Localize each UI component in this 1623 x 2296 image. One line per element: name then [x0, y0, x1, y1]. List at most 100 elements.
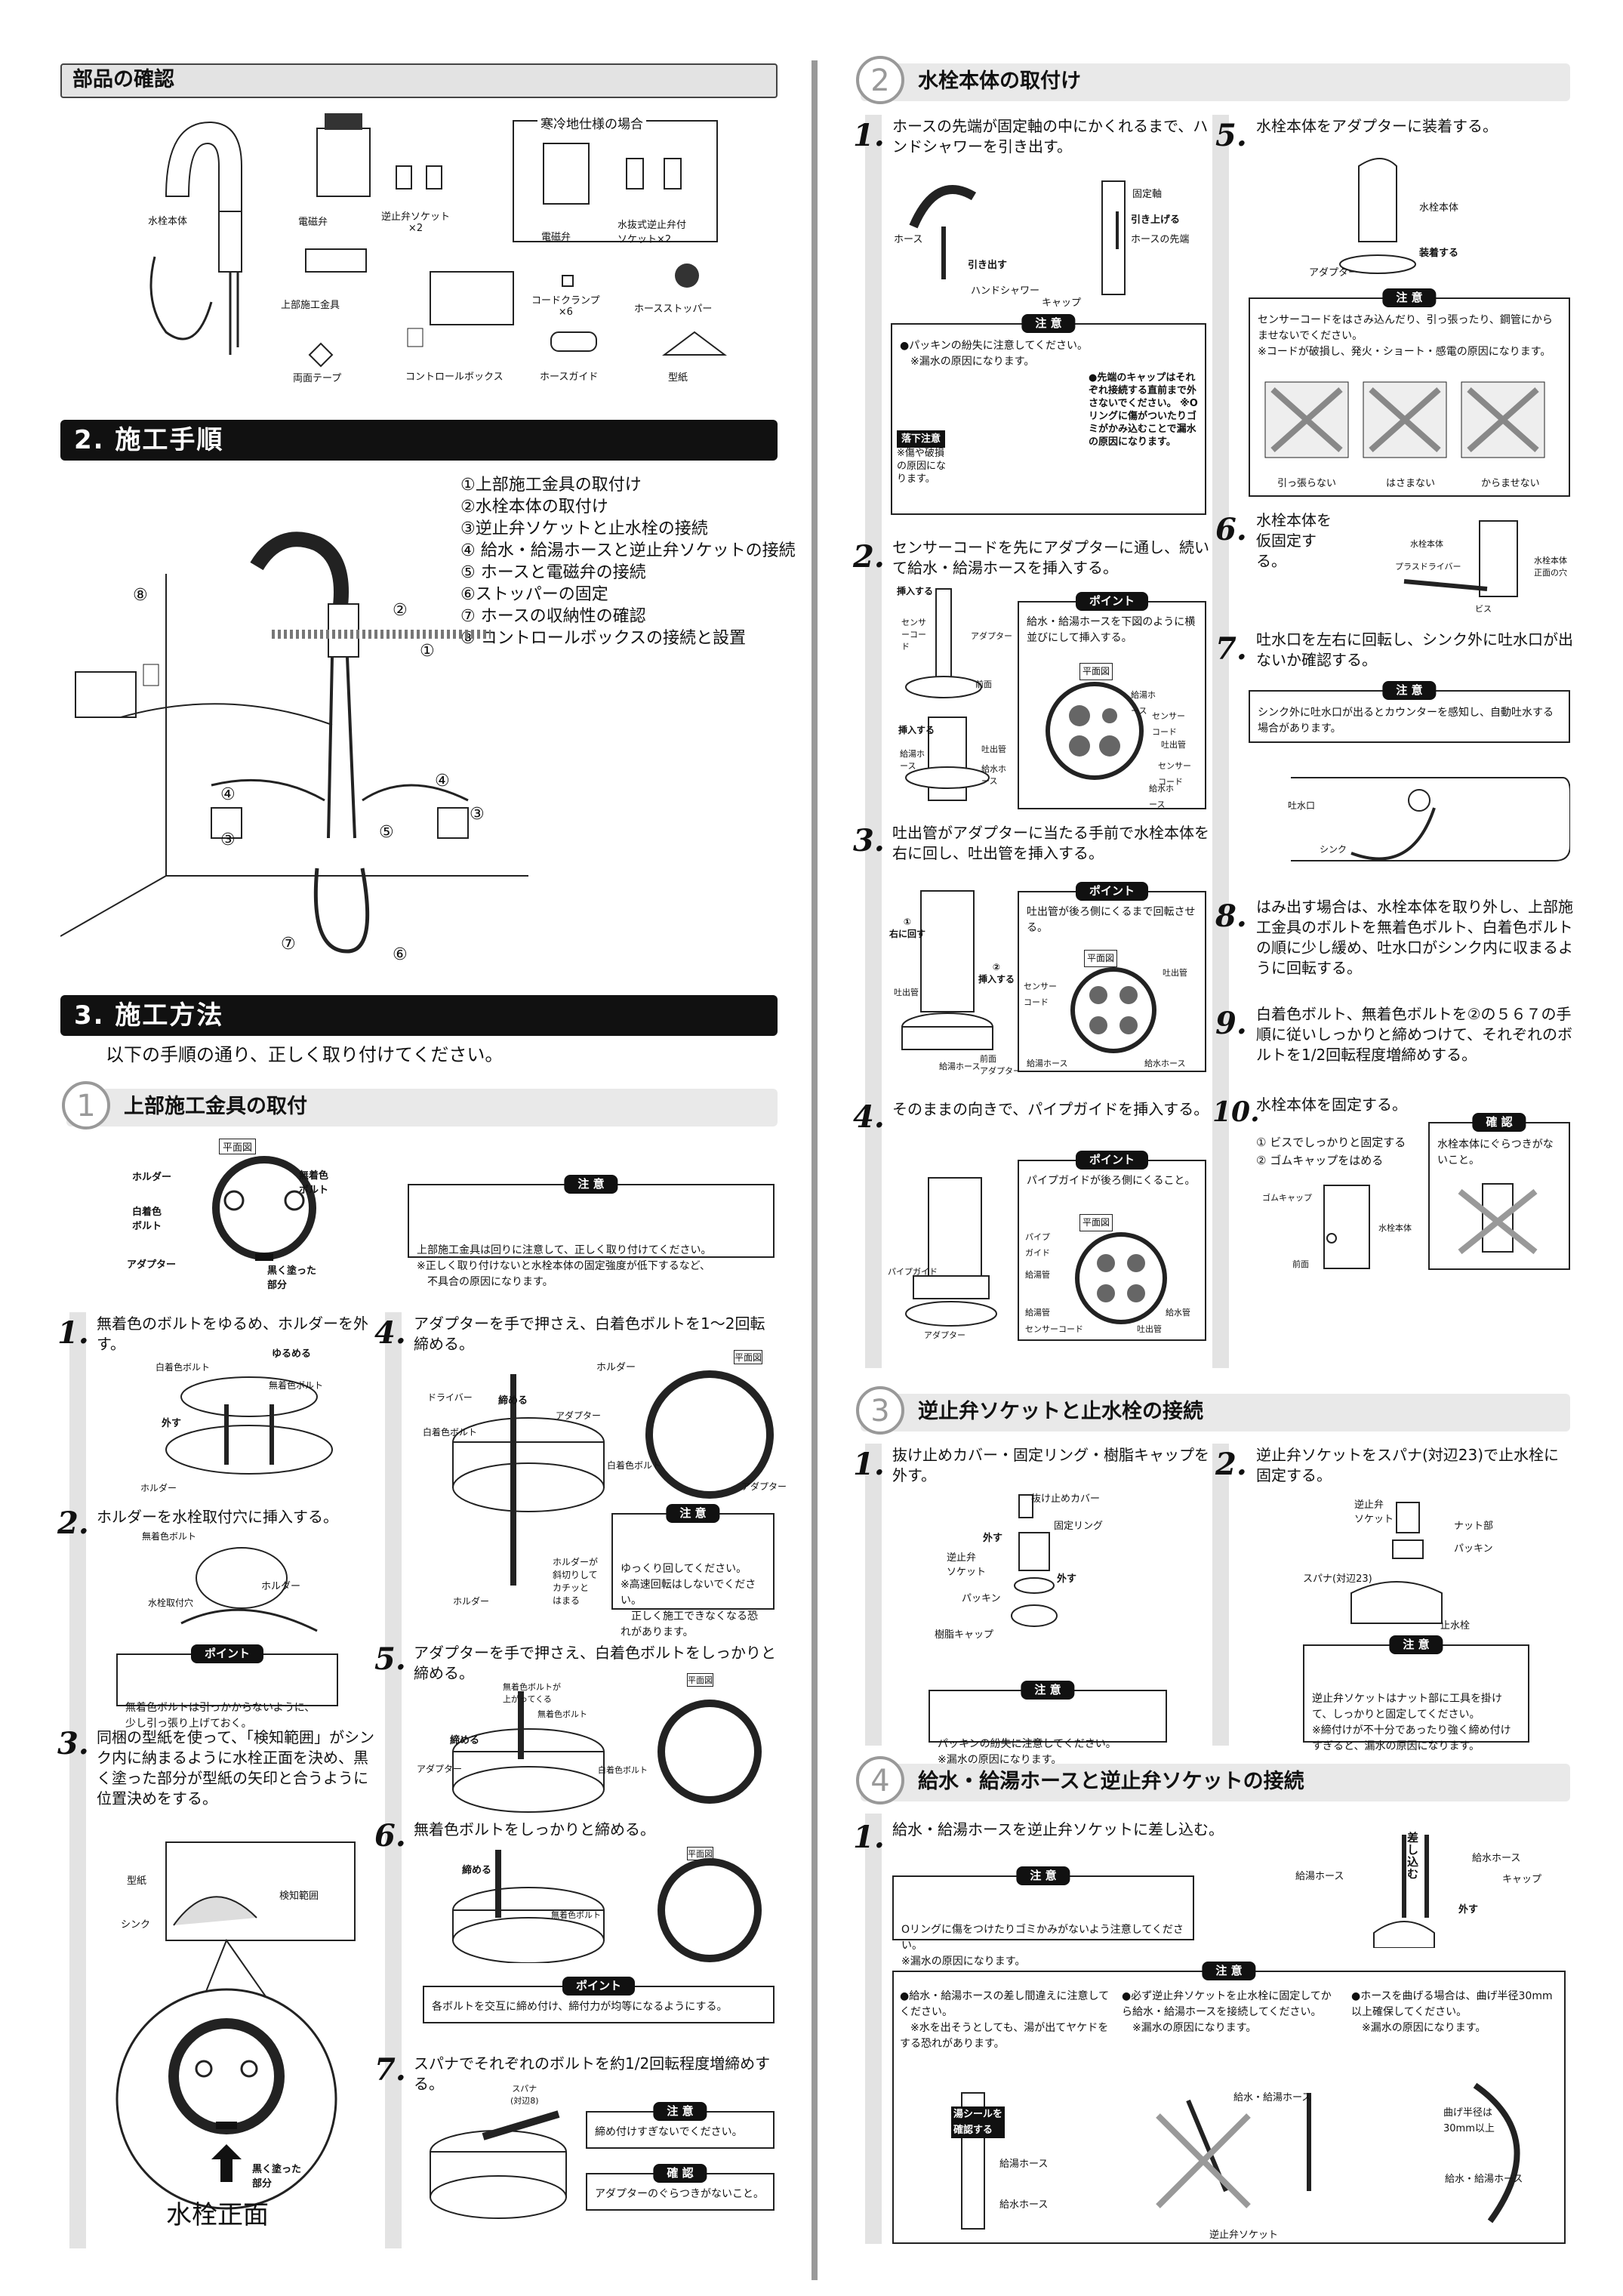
step1-7-caution-box: 注 意 締め付けすぎないでください。	[586, 2102, 775, 2149]
point-text: 吐出管が後ろ側にくるまで回転させる。	[1027, 906, 1196, 934]
fig-label: 差し込む	[1407, 1831, 1419, 1881]
fig-label: 白着色ボルト	[156, 1362, 211, 1373]
fig-label: 水栓正面	[166, 2200, 269, 2230]
caution-text: シンク外に吐水口が出るとカウンターを感知し、自動吐水する場合があります。	[1258, 707, 1554, 735]
fig-label: 検知範囲	[279, 1891, 319, 1902]
step1-5-illustration	[452, 1691, 762, 1813]
confirm-heading: 確 認	[1472, 1113, 1526, 1132]
step3-title: 逆止弁ソケットと止水栓の接続	[918, 1400, 1203, 1423]
caution-text: Oリングに傷をつけたりゴミかみがないよう注意してください。 ※漏水の原因になりま…	[901, 1924, 1184, 1968]
fig-label: アダプター	[980, 1066, 1021, 1076]
shade-bar	[69, 1312, 86, 2248]
fig-label: 平面図	[734, 1350, 763, 1364]
confirm-text: アダプターのぐらつきがないこと。	[595, 2188, 764, 2200]
fig-label: 止水栓	[1440, 1620, 1471, 1632]
parts-illustrations	[149, 113, 727, 368]
caution-heading: 注 意	[666, 1504, 720, 1523]
callout: ③	[470, 805, 485, 824]
fig-label: 水栓取付穴	[148, 1598, 194, 1608]
step1-2-point-box: ポイント 無着色ボルトは引っかからないように、 少し引っ張り上げておく。	[116, 1644, 338, 1730]
caution-heading: 注 意	[1021, 314, 1076, 333]
step3-2-caution-box: 注 意 逆止弁ソケットはナット部に工具を掛けて、しっかりと固定してください。 ※…	[1303, 1635, 1529, 1752]
fig-label: 引き出す	[968, 260, 1008, 271]
step-number: 1.	[853, 118, 885, 153]
step2-2-point-box: ポイント 給水・給湯ホースを下図のように横並びにして挿入する。 平面図 給湯ホー…	[1018, 592, 1206, 809]
fig-label: アダプター	[417, 1764, 463, 1774]
step1-plan-view	[212, 1156, 316, 1261]
fig-label: 無着色ボルト	[269, 1380, 324, 1391]
fig-label: 平面図	[687, 1673, 713, 1687]
fig-label: 曲げ半径は 30mm以上	[1443, 2107, 1495, 2134]
fig-label: 締める	[462, 1865, 492, 1876]
fig-label: 水栓本体	[1419, 202, 1459, 214]
fig-label: スパナ (対辺8)	[510, 2084, 539, 2106]
step1-number: 1	[62, 1081, 110, 1130]
caution-text: センサーコードをはさみ込んだり、引っ張ったり、鋼管にからませないでください。 ※…	[1258, 314, 1553, 358]
fig-label: 前面	[980, 1054, 996, 1064]
parts-title: 部品の確認	[60, 63, 778, 98]
fig-label: ナット部	[1454, 1521, 1494, 1532]
point-text: 無着色ボルトは引っかからないように、 少し引っ張り上げておく。	[125, 1702, 316, 1730]
step-number: 6.	[1215, 512, 1247, 547]
fig-label: 挿入する	[897, 586, 934, 596]
fig-label: 給湯ホース	[1027, 1059, 1068, 1068]
fig-label: 白着色ボルト	[423, 1427, 478, 1438]
fig-label: ハンドシャワー	[971, 285, 1040, 297]
step-text: 白着色ボルト、無着色ボルトを②の５６７の手順に従いしっかりと締めつけて、それぞれ…	[1256, 1005, 1572, 1064]
callout: ⑥	[393, 945, 408, 964]
method-title: 3. 施工方法	[60, 995, 778, 1036]
step-number: 10.	[1212, 1096, 1260, 1128]
fig-label: 湯シールを 確認する	[951, 2106, 1006, 2138]
step-number: 5.	[1215, 118, 1247, 153]
fig-label: ホルダー	[140, 1483, 177, 1493]
fig-label: 逆止弁ソケット	[1209, 2230, 1279, 2241]
step2-5-illustration	[1339, 158, 1416, 274]
step-text: 無着色のボルトをゆるめ、ホルダーを外す。	[97, 1314, 368, 1353]
fig-label: アダプター	[741, 1481, 787, 1492]
step2-3-illustration	[901, 890, 993, 1050]
fig-label: 吐出管	[894, 988, 919, 997]
fig-label: 引き上げる	[1131, 214, 1181, 226]
shade-bar	[865, 115, 882, 1368]
fig-label: パッキン	[1454, 1543, 1493, 1555]
step2-7-caution-box: 注 意 シンク外に吐水口が出るとカウンターを感知し、自動吐水する場合があります。	[1249, 681, 1570, 743]
step1-title: 上部施工金具の取付	[124, 1095, 307, 1118]
fig-label: 締める	[450, 1735, 480, 1746]
fig-label: スパナ(対辺23)	[1303, 1573, 1372, 1585]
part-label: 水抜式逆止弁付 ソケット×2	[617, 220, 687, 245]
plan-view-label: 平面図	[1084, 950, 1118, 967]
step4-header: 4 給水・給湯ホースと逆止弁ソケットの接続	[856, 1756, 1570, 1804]
step-text: ホルダーを水栓取付穴に挿入する。	[97, 1508, 338, 1526]
fig-label: ① 右に回す	[889, 917, 926, 939]
fig-label: 給水・給湯ホース	[1233, 2092, 1312, 2103]
step-number: 8.	[1215, 898, 1247, 934]
step-text: 吐出管がアダプターに当たる手前で水栓本体を右に回し、吐出管を挿入する。	[892, 824, 1209, 862]
procedure-list: ①上部施工金具の取付け ②水栓本体の取付け ③逆止弁ソケットと止水栓の接続 ④ …	[460, 474, 796, 649]
procedure-item: ③逆止弁ソケットと止水栓の接続	[460, 519, 708, 538]
plan-view-label: 平面図	[1079, 1214, 1113, 1231]
fig-label: アダプター	[556, 1410, 602, 1421]
caution-text: 締め付けすぎないでください。	[595, 2126, 743, 2138]
step-number: 7.	[374, 2052, 406, 2088]
step-text: センサーコードを先にアダプターに通し、続いて給水・給湯ホースを挿入する。	[892, 538, 1209, 577]
fig-label: センサーコード	[1158, 761, 1191, 787]
callout: ④	[435, 772, 450, 791]
fig-label: アダプター	[924, 1330, 965, 1340]
step1-caution-box: 注 意 上部施工金具は回りに注意して、正しく取り付けてください。 ※正しく取り付…	[408, 1175, 775, 1288]
fig-label: 前面	[975, 680, 992, 689]
plan-view-diagram	[1046, 682, 1144, 780]
step-text: アダプターを手で押さえ、白着色ボルトをしっかりと締める。	[414, 1644, 776, 1682]
step-text: 抜け止めカバー・固定リング・樹脂キャップを外す。	[892, 1446, 1209, 1484]
fig-label: 給水管	[1166, 1308, 1190, 1318]
shade-bar	[1212, 1444, 1229, 1746]
step1-3-illustration	[115, 1841, 356, 2210]
fig-label: センサーコード	[1025, 1324, 1083, 1334]
step-text: 給水・給湯ホースを逆止弁ソケットに差し込む。	[892, 1820, 1224, 1838]
fig-label: 黒く塗った 部分	[252, 2164, 302, 2190]
part-label: 上部施工金具	[281, 300, 340, 311]
part-label: 電磁弁	[541, 232, 571, 243]
plan-label: 黒く塗った 部分	[267, 1265, 317, 1291]
step-text: 逆止弁ソケットをスパナ(対辺23)で止水栓に固定する。	[1256, 1446, 1560, 1484]
fig-label: 吐出管	[981, 744, 1006, 754]
fig-label: 水栓本体	[1378, 1223, 1412, 1233]
